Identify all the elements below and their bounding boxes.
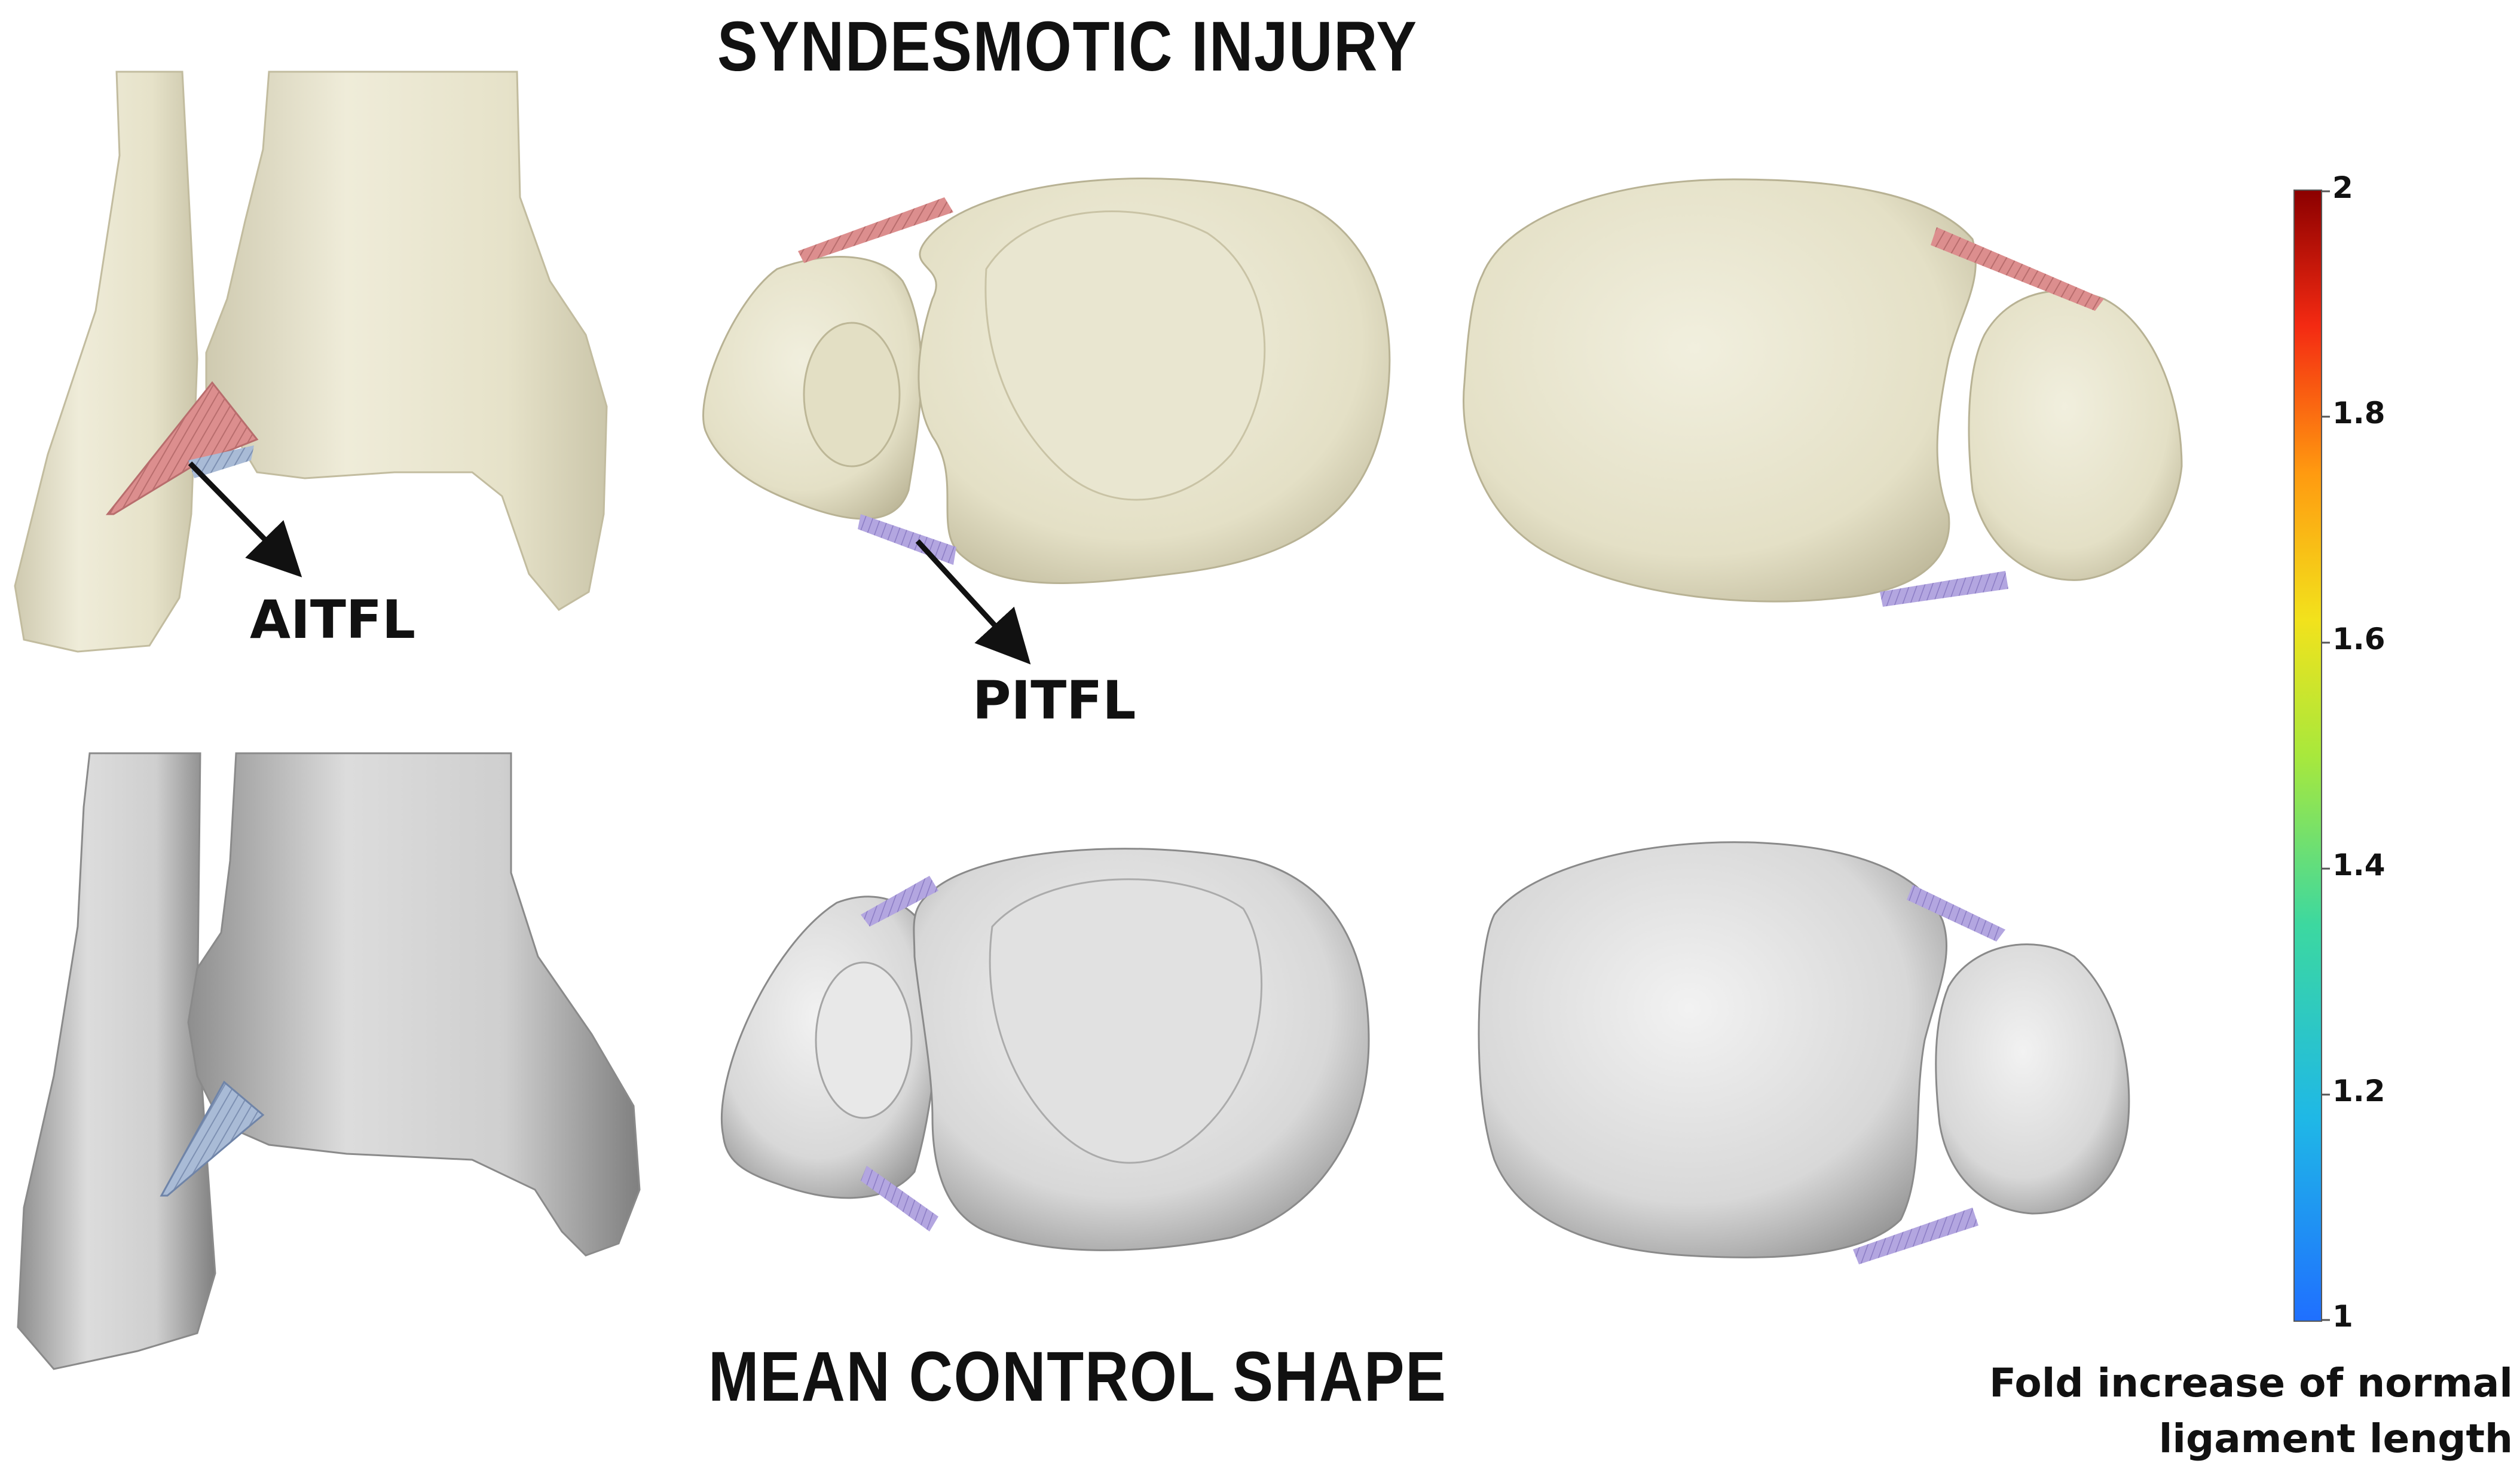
colorbar xyxy=(2293,190,2322,1322)
control-fibula xyxy=(17,752,216,1370)
control-axial-view-1 xyxy=(720,848,1370,1251)
control-axial1-aitfl xyxy=(861,876,938,927)
injury-tibia xyxy=(205,71,608,611)
injury-axial2-aitfl xyxy=(1931,227,2104,311)
colorbar-tick-2: 2 xyxy=(2332,170,2353,205)
control-axial1-talar-dome xyxy=(989,878,1263,1164)
label-pitfl: PITFL xyxy=(972,670,1136,731)
control-axial2-aitfl xyxy=(1907,885,2005,942)
injury-axial-view-2 xyxy=(1463,178,2183,607)
control-axial1-pitfl xyxy=(861,1166,938,1232)
title-mean-control-shape: MEAN CONTROL SHAPE xyxy=(708,1337,1447,1416)
pitfl-arrow xyxy=(915,539,1031,665)
colorbar-tick-1-8: 1.8 xyxy=(2332,396,2386,430)
control-axial1-fibula-facet xyxy=(815,961,913,1119)
control-axial2-tibia xyxy=(1478,841,1947,1258)
injury-fibula xyxy=(14,71,198,653)
control-tibia xyxy=(187,752,641,1257)
injury-axial1-aitfl xyxy=(798,197,953,263)
colorbar-tick-1-6: 1.6 xyxy=(2332,622,2386,656)
colorbar-caption-line1: Fold increase of normal xyxy=(1989,1360,2513,1406)
injury-axial1-pitfl xyxy=(858,514,956,565)
colorbar-tick-1-4: 1.4 xyxy=(2332,848,2386,882)
control-axial-view-2 xyxy=(1478,841,2130,1264)
colorbar-caption-line2: ligament length xyxy=(2158,1416,2513,1462)
injury-front-view xyxy=(14,71,608,653)
injury-axial2-tibia xyxy=(1463,178,1977,603)
control-aitfl xyxy=(160,1080,265,1197)
injury-axial1-fibula-facet xyxy=(803,322,901,467)
injury-axial-view-1 xyxy=(702,178,1391,665)
aitfl-arrow xyxy=(188,461,302,577)
injury-axial1-talar-dome xyxy=(984,210,1266,501)
title-syndesmotic-injury: SYNDESMOTIC INJURY xyxy=(717,7,1418,86)
label-aitfl: AITFL xyxy=(250,589,416,650)
control-axial2-fibula xyxy=(1935,943,2130,1215)
control-axial2-pitfl xyxy=(1853,1208,1978,1264)
injury-aitfl-ligament xyxy=(105,381,259,515)
colorbar-tick-1-2: 1.2 xyxy=(2332,1074,2386,1108)
colorbar-tick-1: 1 xyxy=(2332,1299,2353,1334)
control-front-view xyxy=(17,752,641,1370)
injury-aitfl-blue-segment xyxy=(188,445,254,478)
colorbar-ticks xyxy=(2322,190,2330,1321)
injury-axial2-pitfl xyxy=(1880,571,2008,607)
injury-axial2-fibula xyxy=(1968,290,2183,581)
